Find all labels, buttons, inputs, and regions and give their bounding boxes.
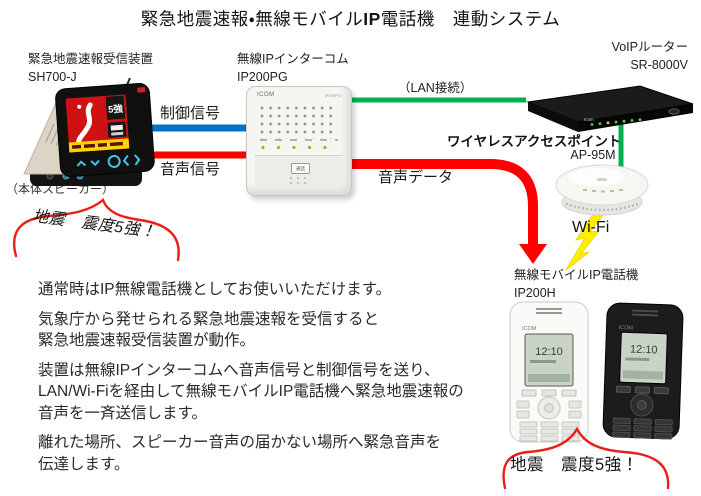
router-left-face xyxy=(528,102,578,132)
intercom-brand-logo: ICOM xyxy=(257,92,275,98)
router-front-face xyxy=(578,104,693,132)
router-name: VoIPルーター xyxy=(611,40,688,54)
receiver-alert-led xyxy=(137,87,146,93)
receiver-intensity-badge: 5強 xyxy=(108,103,124,116)
page-title: 緊急地震速報・無線モバイルIP電話機 連動システム xyxy=(0,6,701,31)
intercom-status-leds xyxy=(261,144,337,151)
receiver-name: 緊急地震速報受信装置 xyxy=(28,52,154,66)
description-paragraph-1: 通常時はIP無線電話機としてお使いいただけます。 xyxy=(38,281,392,298)
receiver-control-buttons xyxy=(76,154,141,168)
lan-label: （LAN接続） xyxy=(398,81,473,95)
handset-white-softkeys xyxy=(521,389,577,397)
access-point-illustration xyxy=(555,164,649,216)
description-paragraph-2: 気象庁から発せられる緊急地震速報を受信すると 緊急地震速報受信装置が動作。 xyxy=(38,310,380,350)
description-text: 通常時はIP無線電話機としてお使いいただけます。 気象庁から発せられる緊急地震速… xyxy=(38,279,510,483)
audio-data-arrowhead xyxy=(519,244,547,264)
handset-model: IP200H xyxy=(514,286,556,301)
audio-signal-label: 音声信号 xyxy=(160,161,221,178)
intercom-status-labels xyxy=(260,139,338,143)
receiver-label: 緊急地震速報受信装置 SH700-J xyxy=(28,50,153,86)
handset-black-brand: ICOM xyxy=(618,325,633,332)
handset-black-earpiece xyxy=(631,309,659,317)
title-pre: 緊急地震速報・無線モバイル xyxy=(140,9,364,29)
receiver-front: 5強 xyxy=(55,83,155,178)
intercom-name: 無線IPインターコム xyxy=(237,52,349,66)
access-point-model: AP-95M xyxy=(570,148,616,162)
router-port xyxy=(668,108,680,115)
handset-alert-text: 地震 震度5強！ xyxy=(510,456,639,474)
receiver-model: SH700-J xyxy=(28,70,77,85)
intercom-speaker-grid xyxy=(260,106,338,139)
intercom-device-illustration: ICOM IP200PG 通話 xyxy=(246,86,352,196)
intercom-model-print: IP200PG xyxy=(324,93,341,98)
ap-led-row xyxy=(583,189,623,193)
access-point-name: ワイヤレスアクセスポイント xyxy=(447,134,622,149)
handset-black-illustration: ICOM 12:10 xyxy=(602,302,684,440)
description-paragraph-4: 離れた場所、スピーカー音声の届かない場所へ緊急音声を 伝達します。 xyxy=(38,434,442,473)
wifi-bolt-icon xyxy=(565,205,611,271)
handset-alert-callout: 地震 震度5強！ xyxy=(498,424,698,494)
handset-alert-bubble-outline xyxy=(502,426,670,490)
audio-data-arrow-line xyxy=(349,159,538,245)
receiver-device-illustration: 5強 xyxy=(23,77,155,186)
handset-black-time: 12:10 xyxy=(630,344,658,357)
router-model: SR-8000V xyxy=(630,58,688,73)
wifi-label: Wi-Fi xyxy=(572,219,610,236)
receiver-alert-bubble-outline xyxy=(13,197,180,262)
handset-white-time: 12:10 xyxy=(535,346,563,358)
audio-data-label: 音声データ xyxy=(378,169,454,186)
router-brand-logo: Icom xyxy=(584,117,594,122)
description-paragraph-3: 装置は無線IPインターコムへ音声信号と制御信号を送り、 LAN/Wi-Fiを経由… xyxy=(38,361,464,422)
intercom-talk-button: 通話 xyxy=(291,163,310,174)
intercom-lower-panel: 通話 xyxy=(255,155,343,189)
title-bold-ip: IP xyxy=(363,9,381,29)
receiver-alert-callout: 地震 震度5強！ xyxy=(8,196,200,266)
control-signal-label: 制御信号 xyxy=(160,105,221,122)
router-label: VoIPルーター SR-8000V xyxy=(612,38,688,74)
handset-white-brand: ICOM xyxy=(522,326,537,332)
handset-name: 無線モバイルIP電話機 xyxy=(514,268,639,282)
japan-map-graphic xyxy=(75,102,93,149)
receiver-vents xyxy=(45,123,70,149)
title-post: 電話機 連動システム xyxy=(380,9,561,29)
handset-white-illustration: ICOM 12:10 xyxy=(509,301,589,443)
router-leds xyxy=(590,118,642,126)
handset-white-sidekeys xyxy=(516,400,582,419)
handset-black-softkeys xyxy=(615,385,669,395)
handset-label: 無線モバイルIP電話機 IP200H xyxy=(514,266,638,302)
intercom-label: 無線IPインターコム IP200PG xyxy=(237,50,349,86)
intercom-mic-holes xyxy=(289,176,311,185)
router-device-illustration: Icom xyxy=(526,85,694,132)
handset-black-keypad xyxy=(612,417,673,440)
handset-white-earpiece xyxy=(536,308,562,314)
ap-logo-mark xyxy=(597,178,607,181)
intercom-model: IP200PG xyxy=(237,70,288,85)
